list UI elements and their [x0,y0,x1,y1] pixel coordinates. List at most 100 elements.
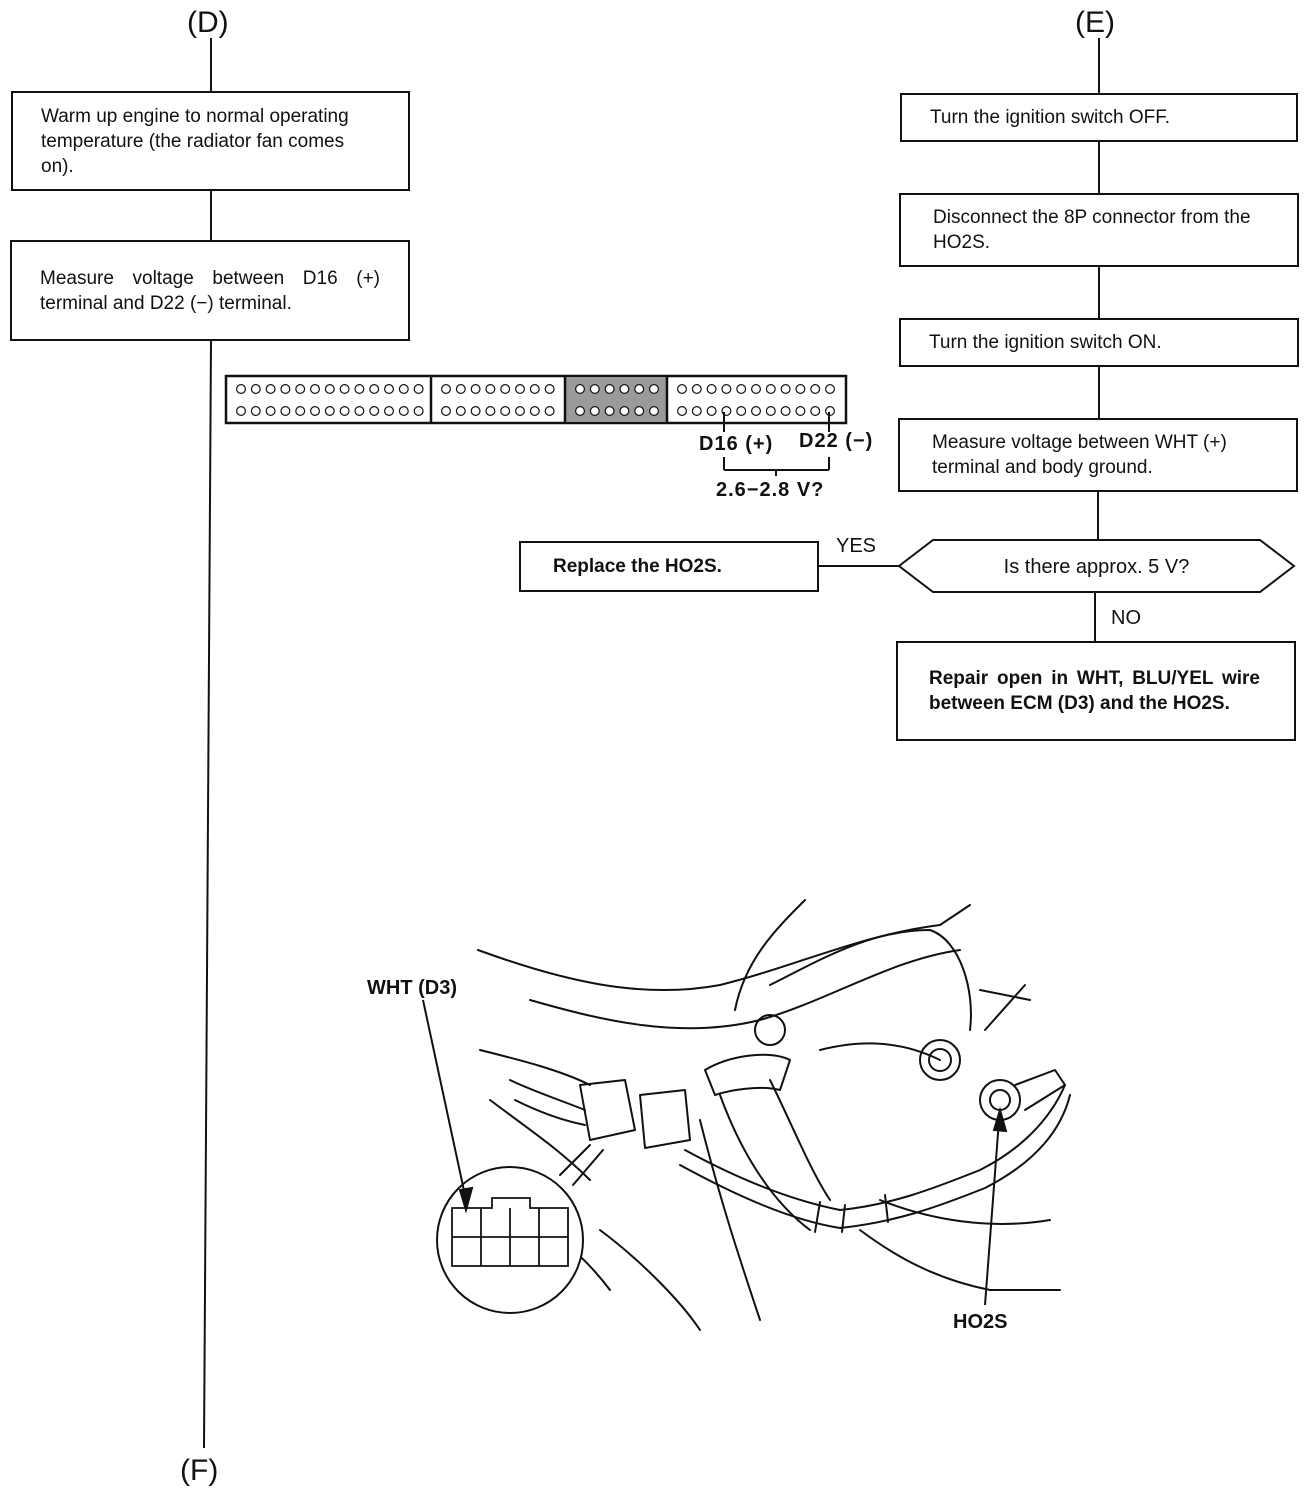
connector-pin [369,406,380,417]
connector-pin [384,384,395,395]
connector-pin [514,384,525,395]
step-disconnect-8p-text: Disconnect the 8P connector from the HO2… [933,207,1251,253]
connector-pin [795,384,806,395]
connector-pin [500,406,511,417]
connector-pin [236,406,247,417]
connector-pin [619,384,630,395]
ref-e: (E) [1075,6,1115,39]
step-warm-up-text: Warm up engine to normal operating tempe… [41,105,349,177]
step-ignition-on-text: Turn the ignition switch ON. [929,332,1162,353]
step-replace-ho2s: Replace the HO2S. [519,541,819,592]
connector-pin [604,406,615,417]
connector-pin [413,384,424,395]
step-measure-wht-text: Measure voltage between WHT (+) terminal… [932,432,1227,478]
step-replace-ho2s-text: Replace the HO2S. [553,556,722,577]
voltage-question: 2.6−2.8 V? [716,479,825,501]
connector-pin [810,406,821,417]
connector-pin [236,384,247,395]
connector-pin [369,384,380,395]
connector-pin [589,406,600,417]
right-flow-lines [818,38,1100,641]
connector-pin [485,406,496,417]
connector-pin [574,384,585,395]
connector-pin [544,406,555,417]
ho2s-label: HO2S [953,1311,1008,1333]
connector-pin [750,384,761,395]
no-label: NO [1111,607,1141,629]
connector-pin [634,406,645,417]
connector-pin [354,406,365,417]
step-ignition-on: Turn the ignition switch ON. [899,318,1299,367]
connector-pin [736,406,747,417]
step-measure-wht: Measure voltage between WHT (+) terminal… [898,418,1298,492]
inset-magnifier [436,1166,584,1314]
step-measure-d16-d22: Measure voltage between D16 (+) terminal… [10,240,410,341]
connector-pin [691,384,702,395]
connector-pin [354,384,365,395]
engine-illustration [477,899,1071,1331]
connector-pin [265,406,276,417]
probe-bracket [723,412,830,476]
connector-pin [691,406,702,417]
connector-pin [529,384,540,395]
step-repair-open: Repair open in WHT, BLU/YEL wire between… [896,641,1296,741]
d22-label: D22 (−) [799,430,874,452]
step-warm-up-engine: Warm up engine to normal operating tempe… [11,91,410,191]
step-measure-d16-d22-text: Measure voltage between D16 (+) terminal… [40,267,380,314]
connector-pin [574,406,585,417]
step-ignition-off: Turn the ignition switch OFF. [900,93,1298,142]
connector-pin [544,384,555,395]
connector-pin [250,406,261,417]
connector-pin [310,406,321,417]
connector-pin [441,406,452,417]
connector-pin [619,406,630,417]
ref-f: (F) [180,1454,219,1487]
connector-pin [514,406,525,417]
connector-pin [706,384,717,395]
connector-pin [324,384,335,395]
connector-pin [398,406,409,417]
connector-pin [750,406,761,417]
connector-pin [310,384,321,395]
connector-pin [280,384,291,395]
yes-label: YES [836,535,877,557]
connector-pin [280,406,291,417]
wht-d3-label: WHT (D3) [367,977,457,999]
connector-pin [676,406,687,417]
connector-pin [265,384,276,395]
connector-pin [324,406,335,417]
connector-pin [295,406,306,417]
decision-shape [897,539,1296,593]
connector-pin [470,406,481,417]
connector-pin [780,406,791,417]
ref-d: (D) [187,6,229,39]
connector-pin [500,384,511,395]
connector-pin [295,384,306,395]
ecm-connector [224,374,848,425]
step-disconnect-8p: Disconnect the 8P connector from the HO2… [899,193,1299,267]
decision-question: Is there approx. 5 V? [1003,556,1190,578]
connector-pin [339,406,350,417]
connector-pin [765,406,776,417]
callout-arrows [422,999,1008,1306]
connector-pin [398,384,409,395]
step-repair-open-text: Repair open in WHT, BLU/YEL wire between… [929,668,1260,714]
connector-pin [250,384,261,395]
connector-pin [485,384,496,395]
connector-pin [384,406,395,417]
connector-pin [634,384,645,395]
connector-pin [529,406,540,417]
connector-pin [648,406,659,417]
connector-pin [721,384,732,395]
step-ignition-off-text: Turn the ignition switch OFF. [930,107,1171,128]
connector-pin [604,384,615,395]
left-flow-lines [203,38,212,1449]
connector-pin [413,406,424,417]
connector-pin [765,384,776,395]
connector-pin [589,384,600,395]
connector-pin [441,384,452,395]
connector-pin [824,384,835,395]
d16-label: D16 (+) [699,433,774,455]
connector-pin [706,406,717,417]
